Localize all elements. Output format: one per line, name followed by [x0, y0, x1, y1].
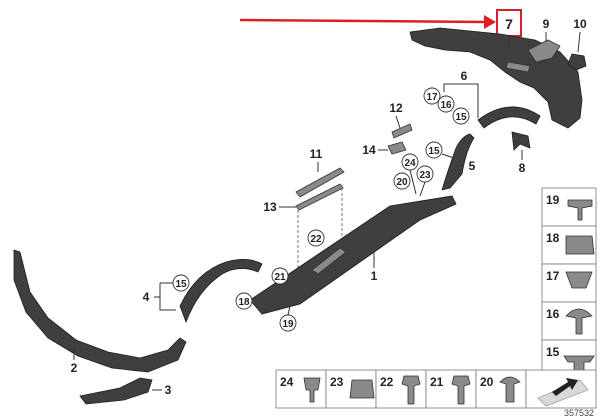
part-13-strip — [295, 183, 344, 211]
label-17: 17 — [426, 92, 438, 103]
fastener-21-icon — [451, 375, 471, 405]
circle-15-rear — [452, 107, 470, 125]
part-7-opening — [505, 61, 531, 73]
circle-15-liner — [425, 141, 443, 159]
drawing-number: 357532 — [564, 408, 594, 418]
fastener-19-icon — [567, 199, 593, 221]
part-11-strip — [295, 167, 345, 198]
part-14-clip — [387, 141, 407, 155]
label-24: 24 — [404, 158, 416, 169]
fastener-17-icon — [565, 271, 593, 289]
legend-label-22: 22 — [380, 375, 394, 389]
legend-label-24: 24 — [280, 375, 294, 389]
part-12-clip — [391, 123, 413, 139]
leader-15-liner — [441, 153, 455, 159]
fastener-legend-right: 19 18 17 16 15 — [541, 187, 597, 379]
fastener-20-icon — [499, 376, 521, 403]
leader-24-23 — [409, 169, 426, 197]
legend-label-19: 19 — [546, 193, 560, 207]
label-16: 16 — [440, 100, 452, 111]
label-11: 11 — [310, 147, 323, 161]
legend-label-16: 16 — [546, 307, 560, 321]
leader-12 — [395, 115, 401, 129]
highlight-arrow — [239, 18, 489, 24]
part-4-front-arch-liner — [179, 259, 263, 324]
legend-label-21: 21 — [430, 375, 444, 389]
legend-cell-16 — [541, 301, 597, 341]
label-20: 20 — [396, 177, 408, 188]
label-2: 2 — [71, 361, 78, 375]
circle-18 — [235, 292, 253, 310]
label-8: 8 — [519, 161, 526, 175]
part-9-bracket — [527, 39, 561, 63]
label-3: 3 — [165, 383, 172, 397]
label-18: 18 — [238, 297, 250, 308]
circle-17 — [423, 87, 441, 105]
label-5: 5 — [469, 159, 476, 173]
fastener-22-icon — [401, 375, 421, 405]
circle-15-front — [172, 274, 190, 292]
fastener-24-icon — [303, 377, 321, 403]
circle-22 — [307, 229, 325, 247]
label-6: 6 — [461, 69, 468, 83]
legend-label-18: 18 — [546, 231, 560, 245]
label-15-front: 15 — [175, 279, 187, 290]
legend-label-17: 17 — [546, 269, 560, 283]
part-3-trim — [79, 377, 153, 405]
label-4: 4 — [143, 290, 150, 304]
label-23: 23 — [419, 170, 431, 181]
label-1: 1 — [371, 269, 378, 283]
label-15-liner: 15 — [428, 146, 440, 157]
label-15-rear: 15 — [455, 112, 467, 123]
leader-4 — [154, 282, 176, 311]
circle-21 — [271, 267, 289, 285]
part-8-clip — [511, 131, 531, 151]
label-10: 10 — [573, 17, 587, 31]
part-10-cap — [567, 53, 587, 71]
legend-label-23: 23 — [330, 375, 344, 389]
circle-16 — [437, 95, 455, 113]
legend-label-20: 20 — [480, 375, 494, 389]
label-22: 22 — [310, 234, 322, 245]
legend-cell-20 — [475, 369, 527, 409]
part-1-rocker-panel — [249, 195, 457, 315]
leader-19 — [287, 305, 291, 316]
part-2-front-lip — [13, 249, 187, 373]
fastener-23-icon — [349, 379, 375, 399]
direction-arrow-icon — [552, 378, 578, 396]
part-6-arch-trim — [477, 106, 541, 129]
label-14: 14 — [362, 143, 376, 157]
highlight-arrow-head — [484, 15, 496, 29]
legend-label-15: 15 — [546, 345, 560, 359]
fastener-16-icon — [565, 308, 593, 335]
label-12: 12 — [389, 101, 403, 115]
fastener-legend-bottom: 24 23 22 21 20 — [275, 369, 597, 409]
label-7: 7 — [505, 16, 513, 32]
part-5-arch-liner — [441, 133, 475, 191]
fastener-18-icon — [565, 235, 595, 255]
part-1-detail — [311, 247, 347, 275]
label-21: 21 — [274, 272, 286, 283]
leader-10 — [577, 31, 581, 53]
leader-6 — [443, 83, 479, 118]
label-13: 13 — [263, 200, 277, 214]
label-19: 19 — [282, 319, 294, 330]
label-9: 9 — [543, 17, 550, 31]
circle-20 — [393, 172, 411, 190]
